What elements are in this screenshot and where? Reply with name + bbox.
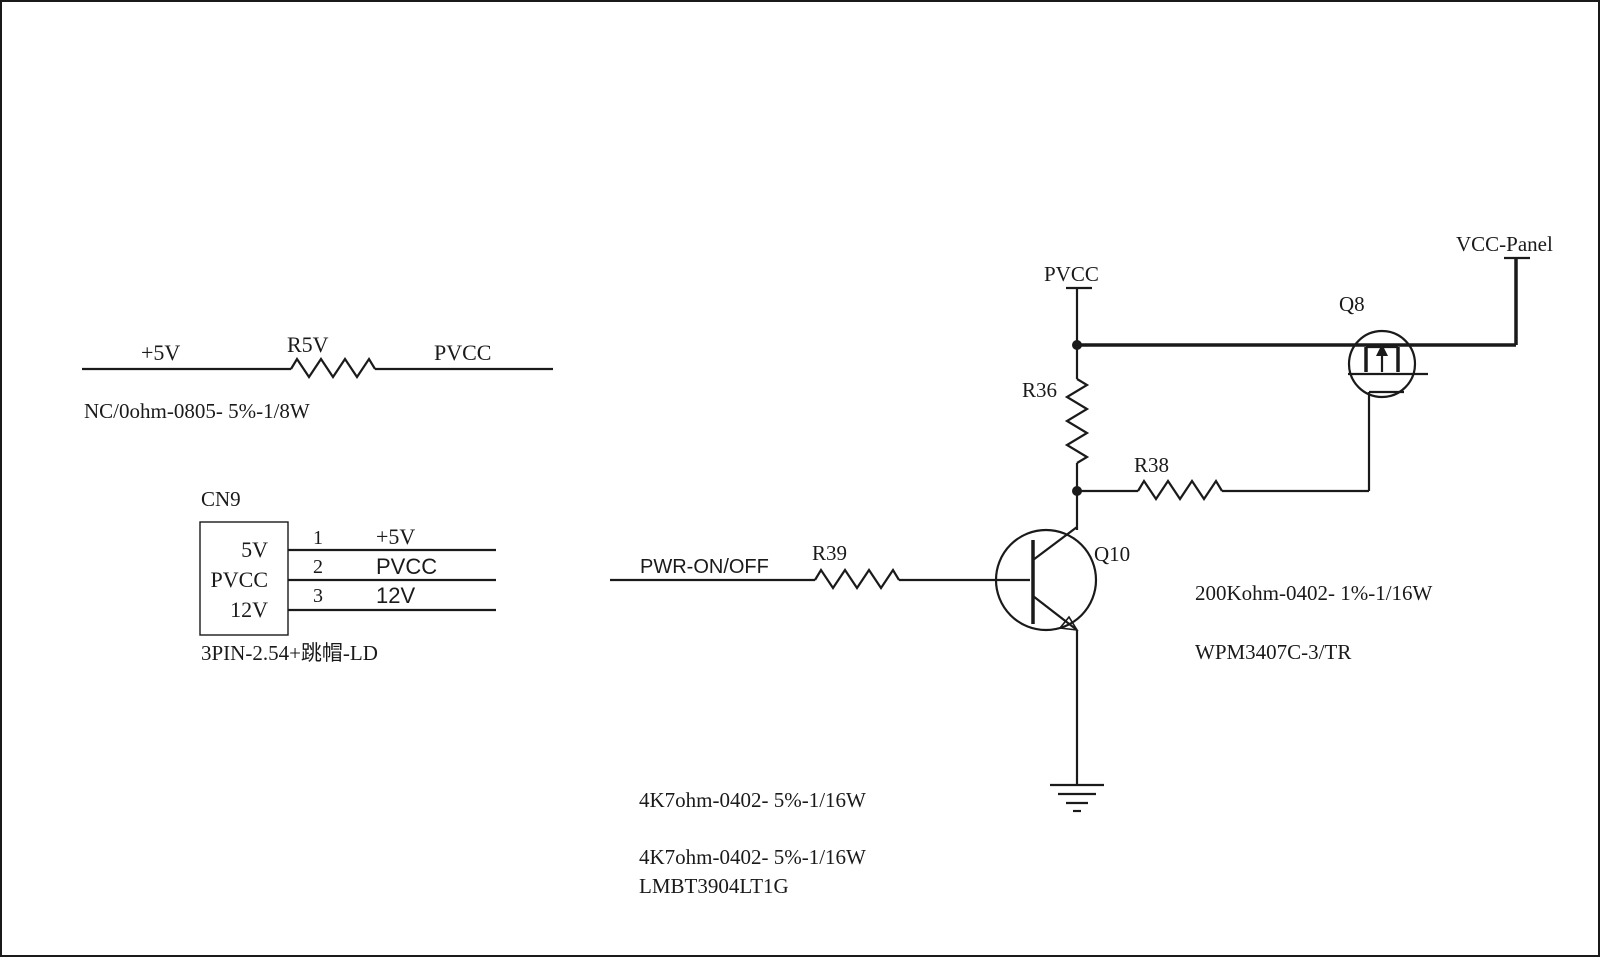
resistor-r39-symbol [814,567,900,590]
vcc-panel-port-label: VCC-Panel [1456,232,1553,256]
q8-ref-label: Q8 [1339,292,1365,316]
r39-ref-label: R39 [812,541,847,565]
q10-ref-label: Q10 [1094,542,1130,566]
r5v-ref-label: R5V [287,332,329,357]
r36-value-label: 4K7ohm-0402- 5%-1/16W [639,845,866,869]
q8-part-label: WPM3407C-3/TR [1195,640,1351,664]
r5v-right-net-label: PVCC [434,340,491,365]
r36-ref-label: R36 [1022,378,1057,402]
resistor-r36-symbol [1064,378,1090,464]
r38-ref-label: R38 [1134,453,1169,477]
cn9-pin1-number: 1 [313,527,323,549]
r38-value-label: 200Kohm-0402- 1%-1/16W [1195,581,1433,605]
r5v-circuit: +5V R5V PVCC NC/0ohm-0805- 5%-1/8W [82,332,553,423]
power-switch-circuit: PWR-ON/OFF R39 Q10 PVCC VCC-Panel R36 [610,232,1553,898]
cn9-body [199,521,289,636]
r5v-value-label: NC/0ohm-0805- 5%-1/8W [84,399,310,423]
cn9-pin2-net: PVCC [376,554,437,579]
cn9-body-label-12v: 12V [230,597,268,622]
cn9-footprint-label: 3PIN-2.54+跳帽-LD [201,641,378,665]
resistor-r5v-symbol [290,356,376,379]
cn9-connector: CN9 5V PVCC 12V 1 2 3 +5V PVCC 12V 3PIN-… [199,487,496,665]
cn9-body-label-pvcc: PVCC [211,567,268,592]
ground-icon [1050,783,1104,813]
cn9-pin3-number: 3 [313,585,323,607]
cn9-pin2-number: 2 [313,556,323,578]
p-mosfet-q8-icon [1347,329,1428,399]
r5v-left-net-label: +5V [141,340,180,365]
q10-part-label: LMBT3904LT1G [639,874,789,898]
cn9-ref-label: CN9 [201,487,241,511]
r39-value-label: 4K7ohm-0402- 5%-1/16W [639,788,866,812]
resistor-r38-symbol [1137,478,1223,501]
cn9-pin3-net: 12V [376,583,415,608]
pwr-on-off-net-label: PWR-ON/OFF [640,556,769,578]
pvcc-port-label: PVCC [1044,262,1099,286]
npn-transistor-q10-icon [994,526,1098,632]
cn9-pin1-net: +5V [376,524,415,549]
cn9-body-label-5v: 5V [241,537,268,562]
